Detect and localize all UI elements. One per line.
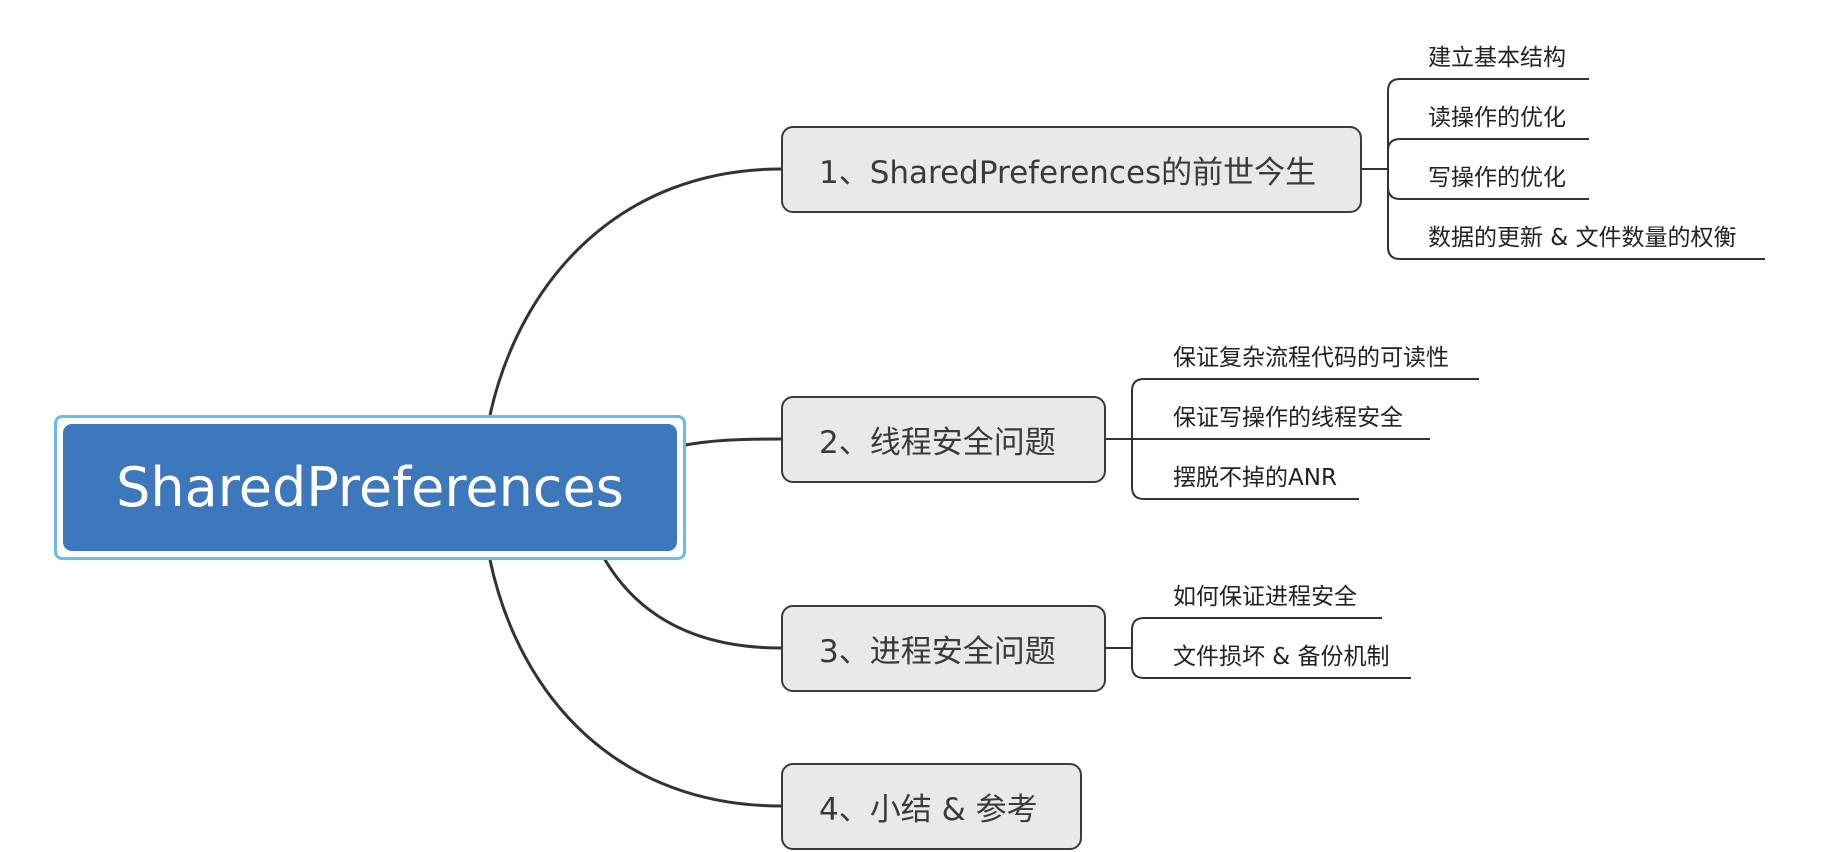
root-to-topic-1-connector [488,167,782,416]
subtopic-3-1-label: 如何保证进程安全 [1173,584,1357,610]
topic-1-label: 1、SharedPreferences的前世今生 [819,155,1317,191]
subtopic-3-2[interactable]: 文件损坏 & 备份机制 [1173,637,1390,671]
subtopic-1-1[interactable]: 建立基本结构 [1428,38,1566,72]
subtopic-3-1[interactable]: 如何保证进程安全 [1173,577,1357,611]
central-topic-label: SharedPreferences [116,456,624,519]
topic-4[interactable]: 4、小结 & 参考 [781,763,1082,850]
subtopic-2-1-label: 保证复杂流程代码的可读性 [1173,345,1449,371]
root-to-topic-2-connector [679,437,782,448]
subtopic-2-2-label: 保证写操作的线程安全 [1173,405,1403,431]
subtopic-1-4[interactable]: 数据的更新 & 文件数量的权衡 [1428,218,1737,252]
topic-3[interactable]: 3、进程安全问题 [781,605,1106,692]
subtopic-1-3[interactable]: 写操作的优化 [1428,158,1566,192]
topic-4-label: 4、小结 & 参考 [819,792,1038,828]
subtopic-1-1-label: 建立基本结构 [1428,45,1566,71]
subtopic-3-2-label: 文件损坏 & 备份机制 [1173,644,1390,670]
subtopic-1-2-label: 读操作的优化 [1428,105,1566,131]
central-topic[interactable]: SharedPreferences [63,424,677,551]
subtopic-2-2[interactable]: 保证写操作的线程安全 [1173,398,1403,432]
topic-2-subtopic-connectors [1106,378,1479,500]
subtopic-1-3-label: 写操作的优化 [1428,165,1566,191]
topic-2-label: 2、线程安全问题 [819,425,1056,461]
topic-1[interactable]: 1、SharedPreferences的前世今生 [781,126,1362,213]
subtopic-1-2[interactable]: 读操作的优化 [1428,98,1566,132]
subtopic-1-4-label: 数据的更新 & 文件数量的权衡 [1428,225,1737,251]
subtopic-2-3[interactable]: 摆脱不掉的ANR [1173,458,1337,492]
topic-1-subtopic-connectors [1362,78,1765,260]
subtopic-2-3-label: 摆脱不掉的ANR [1173,465,1337,491]
subtopic-2-1[interactable]: 保证复杂流程代码的可读性 [1173,338,1449,372]
topic-3-subtopic-connectors [1106,617,1411,679]
topic-2[interactable]: 2、线程安全问题 [781,396,1106,483]
root-to-topic-4-connector [488,559,782,808]
topic-3-label: 3、进程安全问题 [819,634,1056,670]
central-topic-selection[interactable]: SharedPreferences [54,415,686,560]
root-to-topic-3-connector [602,557,782,650]
